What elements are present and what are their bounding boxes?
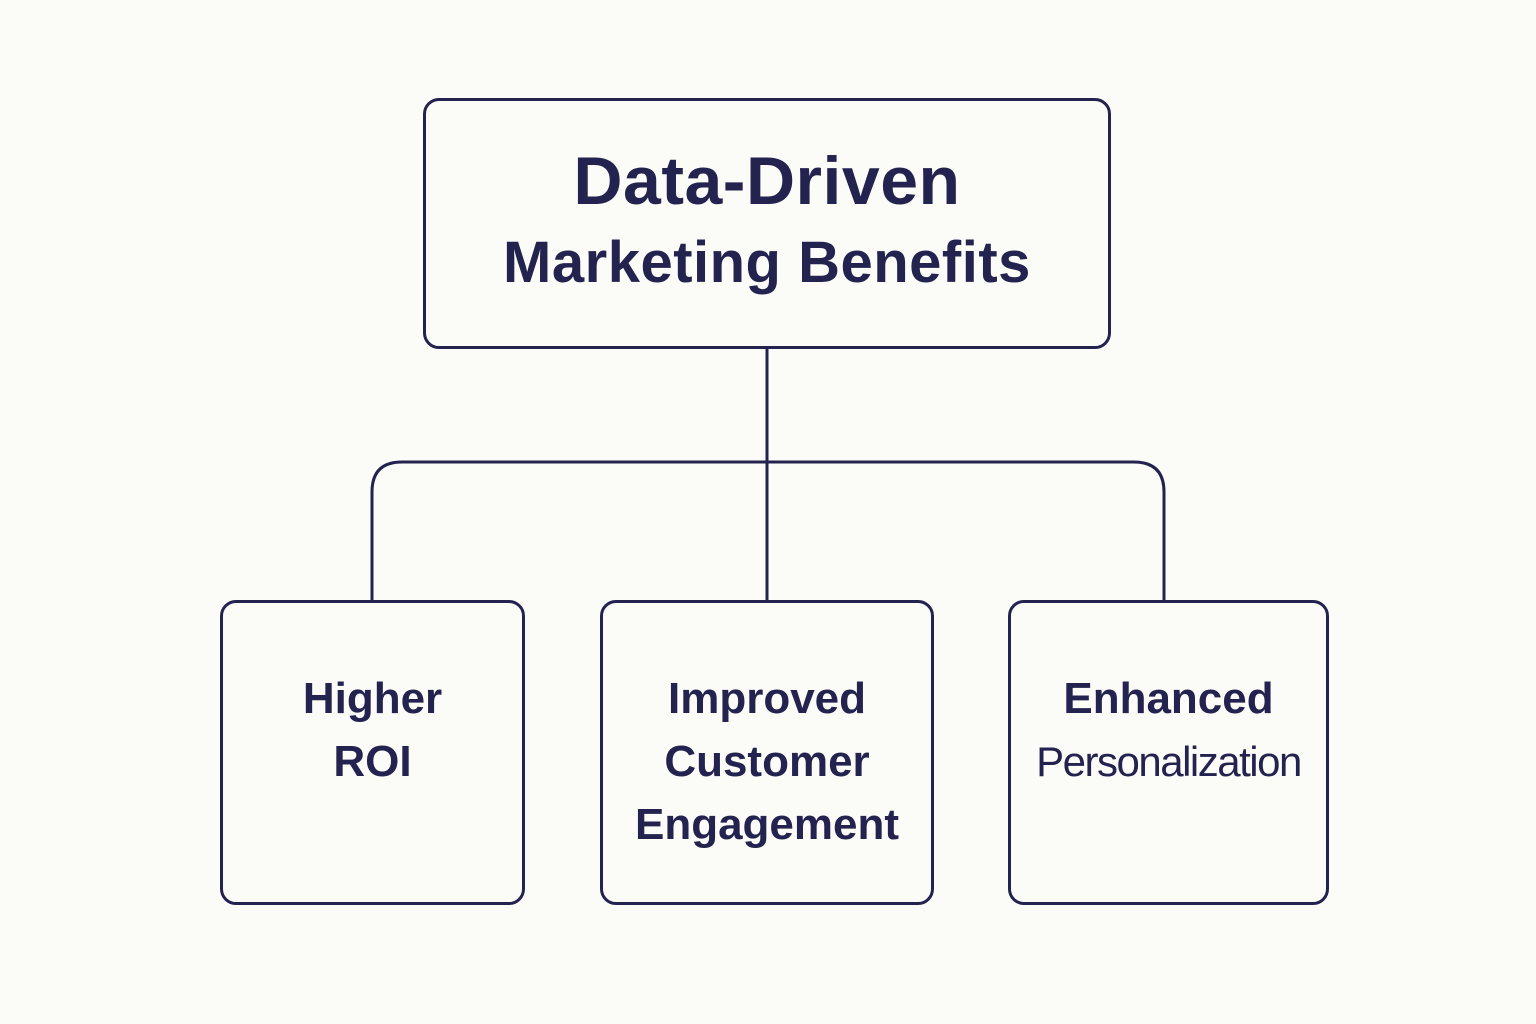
child-node-enhanced-personalization: Enhanced Personalization bbox=[1008, 600, 1329, 905]
root-node: Data-Driven Marketing Benefits bbox=[423, 98, 1111, 349]
node-label-line: Higher bbox=[302, 674, 443, 723]
child-node-improved-customer-engagement: Improved Customer Engagement bbox=[600, 600, 934, 905]
node-label-line: Customer bbox=[664, 737, 870, 786]
child-node-higher-roi: Higher ROI bbox=[220, 600, 525, 905]
node-label-line: Improved bbox=[667, 674, 867, 723]
node-label-line: Enhanced bbox=[1063, 674, 1274, 723]
root-title-line-2: Marketing Benefits bbox=[503, 229, 1031, 295]
node-label-line: Personalization bbox=[1036, 738, 1302, 785]
node-label-line: Engagement bbox=[634, 800, 900, 849]
connector-right-branch bbox=[1132, 460, 1166, 602]
node-label-line: ROI bbox=[333, 737, 412, 786]
root-title-line-1: Data-Driven bbox=[573, 142, 961, 219]
connector-left-branch bbox=[370, 460, 404, 602]
